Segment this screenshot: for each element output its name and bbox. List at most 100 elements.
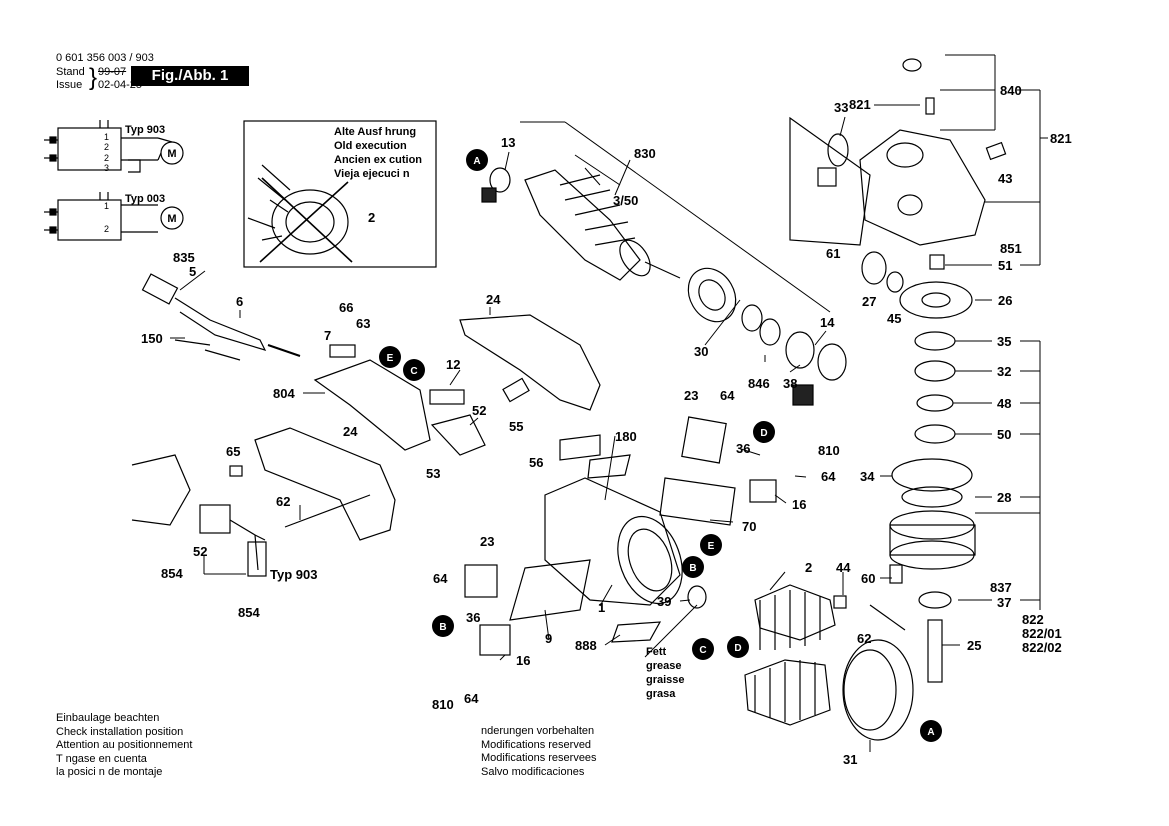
part-label: 66 [339, 300, 353, 315]
part-label: 39 [657, 594, 671, 609]
footer-line: Modifications reservees [481, 752, 597, 764]
typ903-handle-detail [131, 454, 267, 577]
plug-pin [49, 154, 57, 162]
badge-b [682, 556, 704, 578]
footer-line: Modifications reserved [481, 738, 592, 751]
part-label: 822/02 [1022, 640, 1062, 655]
grease-line: graisse [646, 674, 685, 686]
switch-box [57, 127, 122, 171]
part-label: 64 [821, 469, 836, 484]
reference-badges: A E C D B E B D C A [379, 149, 942, 742]
badge-a [920, 720, 942, 742]
wire [157, 152, 162, 161]
handle-upper [459, 314, 601, 411]
stand-label: Stand [56, 66, 85, 78]
part-label: 50 [997, 427, 1011, 442]
part-label: 62 [276, 494, 290, 509]
badge-c-text: C [410, 366, 417, 377]
part-label: 45 [887, 311, 901, 326]
armature [481, 167, 681, 281]
part-label: 846 [748, 376, 770, 391]
part-label: 28 [997, 490, 1011, 505]
installation-note: Einbaulage beachten Check installation p… [56, 712, 192, 780]
issue-label: Issue [56, 79, 83, 91]
part-label: 43 [998, 171, 1012, 186]
part-label: 60 [861, 571, 875, 586]
part-label: 821 [849, 97, 871, 112]
terminal-label: 1 [104, 132, 109, 142]
grease-line: grease [646, 660, 682, 672]
part-label: 23 [480, 534, 494, 549]
typ903-caption: Typ 903 [270, 567, 317, 582]
part-label: 32 [997, 364, 1011, 379]
part-label: 854 [161, 566, 183, 581]
part-label: 38 [783, 376, 797, 391]
badge-e [700, 534, 722, 556]
part-label: 2 [805, 560, 812, 575]
part-label: 56 [529, 455, 543, 470]
part-label: 27 [862, 294, 876, 309]
part-label: 33 [834, 100, 848, 115]
badge-d [753, 421, 775, 443]
part-label: 63 [356, 316, 370, 331]
part-label: 822 [1022, 612, 1044, 627]
wiring-diagram-003 [44, 192, 184, 241]
part-label: 821 [1050, 131, 1072, 146]
part-label: 13 [501, 135, 515, 150]
part-label: 44 [836, 560, 851, 575]
wiring-labels: Typ 903 Typ 003 M M 1 2 2 3 1 2 [104, 124, 177, 234]
doc-number: 0 601 356 003 / 903 [56, 52, 154, 64]
part-label: 14 [820, 315, 835, 330]
footer-line: Salvo modificaciones [481, 765, 585, 778]
typ003-label: Typ 003 [125, 193, 165, 205]
part-label: 888 [575, 638, 597, 653]
part-label: 31 [843, 752, 857, 767]
badge-e [379, 346, 401, 368]
bevel-gear [861, 251, 973, 319]
motor-label: M [167, 213, 176, 225]
switch-assembly [313, 344, 530, 456]
part-label: 5 [189, 264, 196, 279]
footer-line: Attention au positionnement [56, 739, 193, 751]
cable-and-plug [141, 273, 301, 361]
part-label: 36 [466, 610, 480, 625]
part-label: 34 [860, 469, 875, 484]
field-coil [687, 584, 914, 741]
old-execution-note: Alte Ausf hrung Old execution Ancien ex … [334, 125, 422, 181]
badge-e-text: E [387, 353, 394, 364]
part-label: 64 [720, 388, 735, 403]
part-label: 840 [1000, 83, 1022, 98]
modifications-note: nderungen vorbehalten Modifications rese… [481, 725, 597, 779]
inset-frame [243, 120, 437, 268]
badge-d [727, 636, 749, 658]
part-label: 52 [472, 403, 486, 418]
part-label: 7 [324, 328, 331, 343]
part-label: 16 [792, 497, 806, 512]
part-label: 65 [226, 444, 240, 459]
terminal-label: 2 [104, 224, 109, 234]
part-label: 30 [694, 344, 708, 359]
part-label: 851 [1000, 241, 1022, 256]
grease-line: Fett [646, 646, 667, 658]
badge-d-text: D [734, 643, 741, 654]
part-label: 36 [736, 441, 750, 456]
terminal-label: 3 [104, 163, 109, 173]
part-label: 24 [486, 292, 501, 307]
grease-line: grasa [646, 688, 676, 700]
stand-value: 99-07 [98, 66, 127, 78]
part-labels: 2 13 830 3/50 33 840 821 821 43 61 851 5… [141, 83, 1072, 767]
footer-line: T ngase en cuenta [56, 752, 147, 765]
wire [128, 159, 141, 173]
part-label: 804 [273, 386, 295, 401]
badge-d-text: D [760, 428, 767, 439]
part-label: 53 [426, 466, 440, 481]
badge-c [692, 638, 714, 660]
footer-line: la posici n de montaje [56, 766, 163, 778]
part-label: 6 [236, 294, 243, 309]
badge-b [432, 615, 454, 637]
part-label: 810 [818, 443, 840, 458]
part-label: 822/01 [1022, 626, 1062, 641]
wiring-diagram-903 [44, 120, 184, 173]
part-label: 3/50 [613, 193, 638, 208]
